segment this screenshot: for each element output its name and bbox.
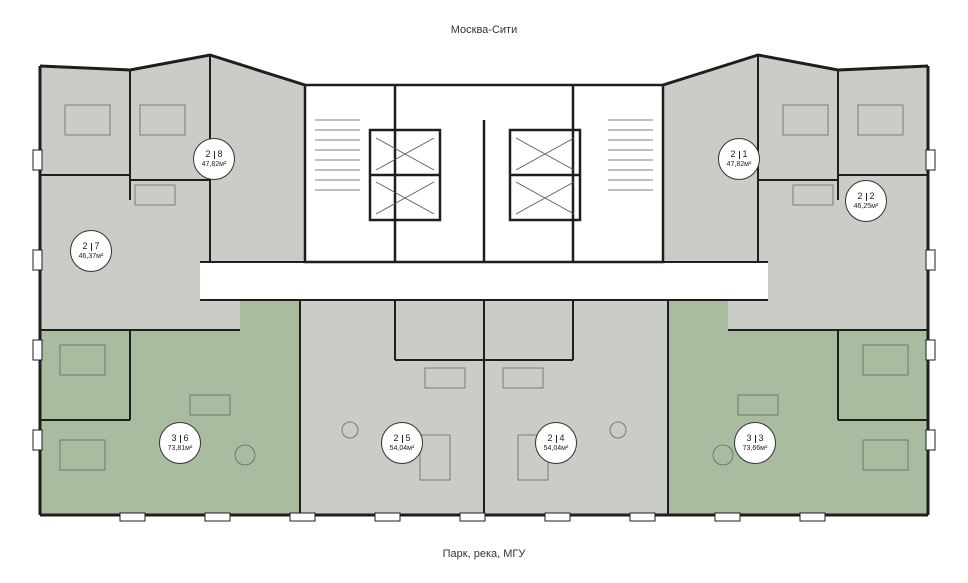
- apartment-area: 47,82м²: [201, 161, 227, 168]
- bathtub-icon: [792, 184, 834, 206]
- apartment-area: 46,37м²: [78, 253, 104, 260]
- bed-icon: [59, 439, 106, 471]
- table-icon: [234, 444, 256, 466]
- bathtub-icon: [134, 184, 176, 206]
- interior-walls: [40, 55, 928, 515]
- core-walls: [303, 83, 665, 264]
- table-icon: [712, 444, 734, 466]
- stairs: [315, 119, 653, 191]
- apartment-area: 54,04м²: [389, 445, 415, 452]
- apartment-area: 46,25м²: [853, 203, 879, 210]
- bathtub-icon: [737, 394, 779, 416]
- chair-icon: [609, 421, 627, 439]
- apartment-area: 73,66м²: [742, 445, 768, 452]
- furniture: [59, 104, 909, 481]
- apartment-area-3-3: [668, 300, 928, 515]
- chair-icon: [341, 421, 359, 439]
- apartment-area: 73,81м²: [167, 445, 193, 452]
- north-orientation-label: Москва-Сити: [450, 24, 518, 36]
- bed-icon: [862, 439, 909, 471]
- elevator-shafts: [375, 137, 575, 215]
- bed-icon: [857, 104, 904, 136]
- bed-icon: [862, 344, 909, 376]
- bed-icon: [59, 344, 106, 376]
- bathtub-icon: [424, 367, 466, 389]
- apartment-area: 54,04м²: [543, 445, 569, 452]
- bed-icon: [139, 104, 186, 136]
- corridor: [200, 262, 768, 300]
- apartment-area: 47,82м²: [726, 161, 752, 168]
- apartment-area-3-6: [40, 300, 300, 515]
- bed-icon: [419, 434, 451, 481]
- bathtub-icon: [502, 367, 544, 389]
- south-orientation-label: Парк, река, МГУ: [442, 548, 526, 560]
- bathtub-icon: [189, 394, 231, 416]
- windows: [32, 149, 936, 522]
- bed-icon: [64, 104, 111, 136]
- bed-icon: [782, 104, 829, 136]
